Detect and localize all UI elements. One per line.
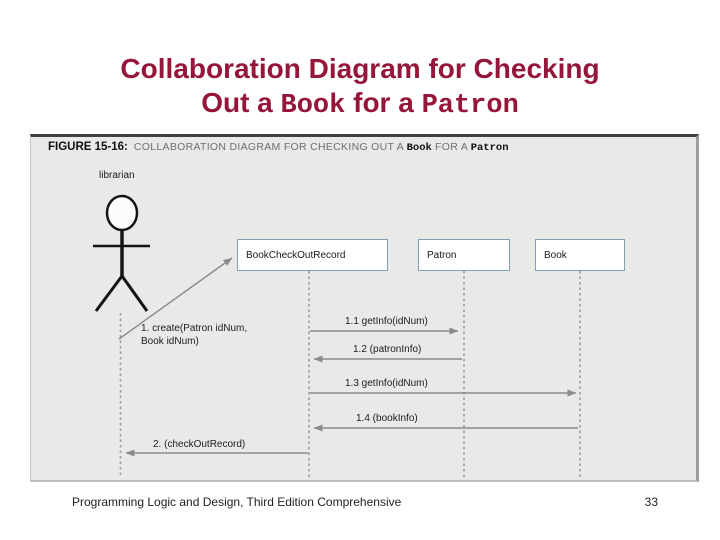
figure-caption-number: FIGURE 15-16: xyxy=(48,141,128,153)
message-label-getinfo-patron: 1.1 getInfo(idNum) xyxy=(345,316,428,327)
object-box-label: BookCheckOutRecord xyxy=(246,249,346,261)
title-book-mono: Book xyxy=(280,91,346,121)
slide-page-number: 33 xyxy=(644,495,658,509)
stick-figure-right-leg xyxy=(120,275,149,312)
object-box-label: Book xyxy=(544,249,567,261)
title-patron-mono: Patron xyxy=(421,91,519,121)
object-box-bookcheckoutrecord: BookCheckOutRecord xyxy=(237,239,388,271)
figure-caption-book-mono: Book xyxy=(406,142,432,154)
stick-figure-left-leg xyxy=(94,275,124,312)
message-label-create-line1: 1. create(Patron idNum, xyxy=(141,323,248,334)
object-box-patron: Patron xyxy=(418,239,510,271)
message-label-bookinfo: 1.4 (bookInfo) xyxy=(356,413,418,424)
slide-title: Collaboration Diagram for Checking Out a… xyxy=(0,52,720,123)
message-label-checkoutrecord: 2. (checkOutRecord) xyxy=(153,439,246,450)
figure-panel: FIGURE 15-16: COLLABORATION DIAGRAM FOR C… xyxy=(30,134,699,482)
footer-book-title: Programming Logic and Design, Third Edit… xyxy=(72,495,402,509)
librarian-stick-figure xyxy=(93,194,150,312)
diagram-canvas xyxy=(93,194,581,477)
title-line2-mid: for a xyxy=(345,87,422,118)
arrow-create xyxy=(118,257,233,340)
figure-caption-text1: COLLABORATION DIAGRAM FOR CHECKING OUT A xyxy=(133,141,407,153)
slide-title-line2: Out a Book for a Patron xyxy=(0,86,720,123)
lifelines xyxy=(119,271,581,477)
figure-caption-text2: FOR A xyxy=(431,141,471,153)
message-arrows xyxy=(118,257,578,457)
figure-caption: FIGURE 15-16: COLLABORATION DIAGRAM FOR C… xyxy=(48,141,509,154)
message-label-create: 1. create(Patron idNum, Book idNum) xyxy=(141,322,247,348)
stick-figure-head xyxy=(105,194,139,232)
message-label-patroninfo: 1.2 (patronInfo) xyxy=(353,344,422,355)
slide-title-line1: Collaboration Diagram for Checking xyxy=(120,53,600,84)
message-label-create-line2: Book idNum) xyxy=(141,336,199,347)
figure-caption-patron-mono: Patron xyxy=(470,142,509,154)
actor-label-librarian: librarian xyxy=(99,170,135,181)
object-box-label: Patron xyxy=(427,249,457,261)
message-label-getinfo-book: 1.3 getInfo(idNum) xyxy=(345,378,428,389)
title-line2-pre: Out a xyxy=(201,87,281,118)
object-box-book: Book xyxy=(535,239,625,271)
